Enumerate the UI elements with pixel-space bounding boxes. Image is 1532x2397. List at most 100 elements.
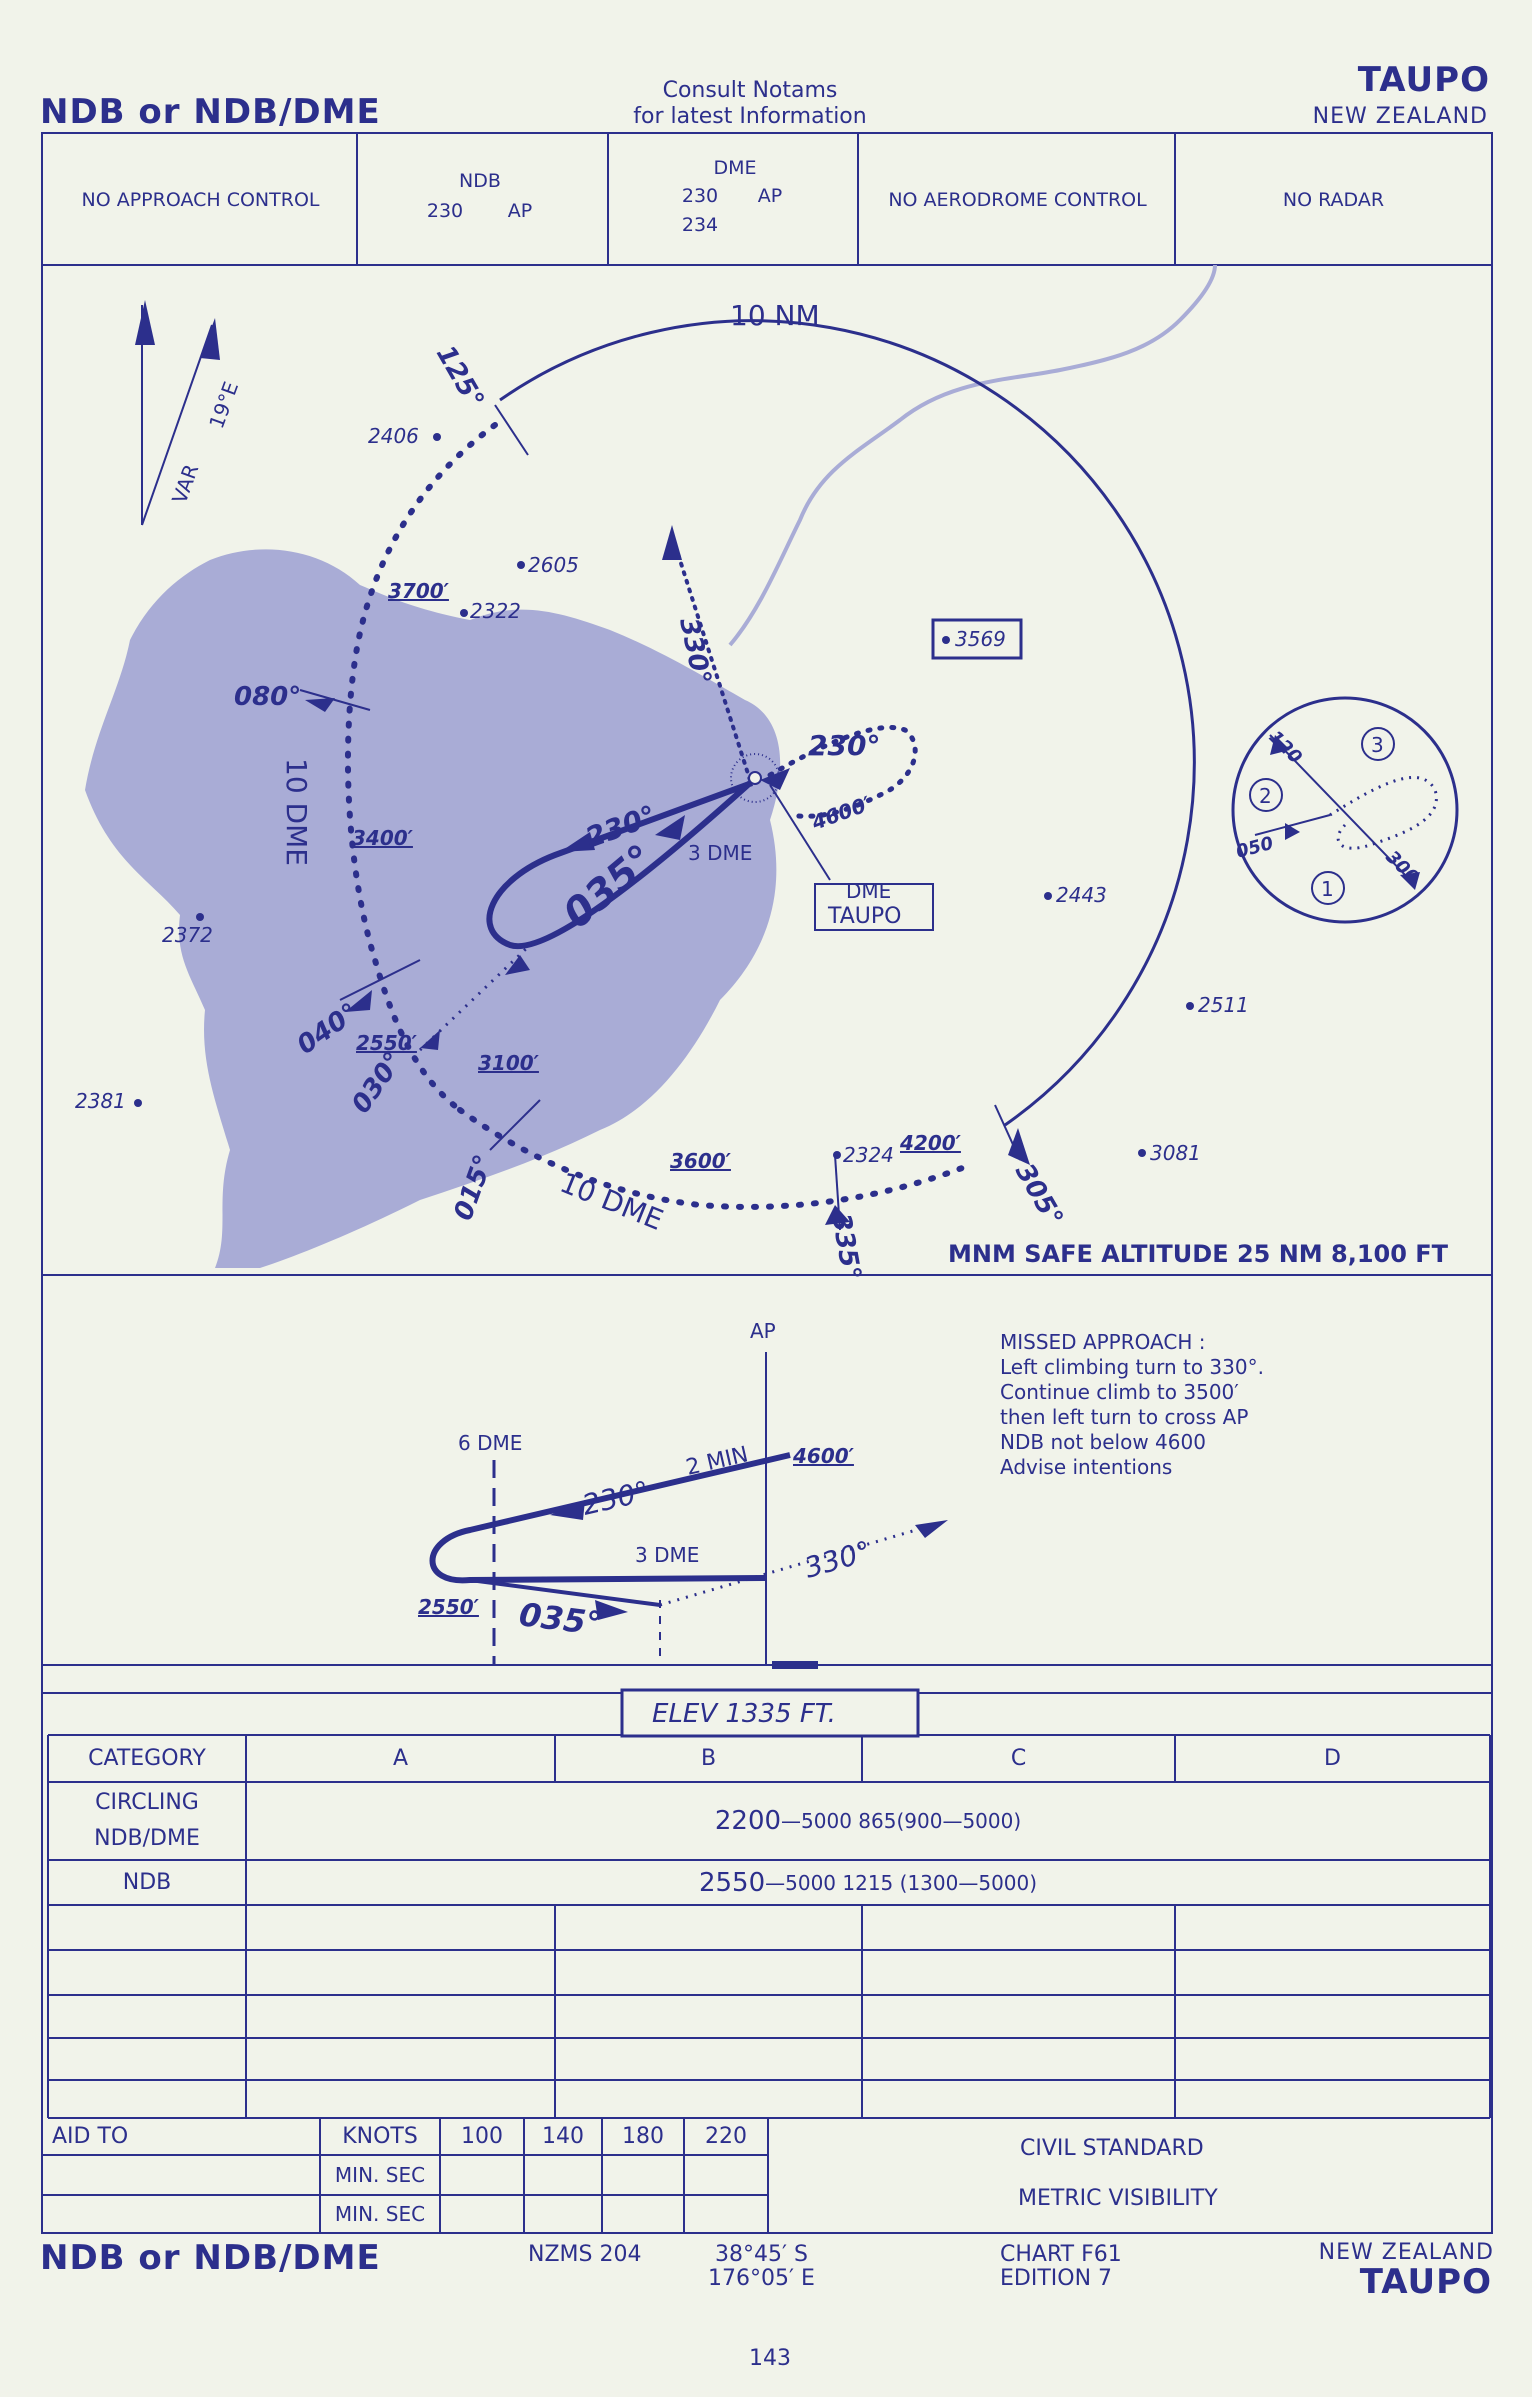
circling-value: 2200 — [714, 1806, 782, 1836]
three-dme-label: 3 DME — [688, 841, 752, 865]
ndb-rest: —5000 1215 (1300—5000) — [765, 1870, 1038, 1895]
ndb-label: NDB — [459, 170, 501, 192]
radar: NO RADAR — [1282, 189, 1385, 211]
spot-2372: 2372 — [162, 923, 213, 947]
spot-3569: 3569 — [955, 627, 1006, 651]
country-name: NEW ZEALAND — [1312, 104, 1488, 129]
alt-3400: 3400′ — [352, 826, 414, 850]
alt-3100: 3100′ — [478, 1051, 540, 1075]
ma-line-3: Continue climb to 3500′ — [1000, 1380, 1239, 1404]
circling-label: CIRCLING NDB/DME — [48, 1785, 246, 1857]
radial-230-hold: 230° — [808, 729, 880, 762]
spot-2322: 2322 — [470, 599, 521, 623]
latitude: 38°45′ S — [715, 2242, 808, 2267]
speed-140: 140 — [542, 2124, 584, 2149]
sector-3: 3 — [1371, 733, 1384, 757]
speed-100: 100 — [461, 2124, 503, 2149]
chart-number: CHART F61 — [1000, 2242, 1122, 2267]
spot-2381: 2381 — [75, 1089, 126, 1113]
dme-arc-left: 10 DME — [280, 758, 313, 866]
footer-country: NEW ZEALAND — [1318, 2240, 1494, 2265]
dme-ident: AP — [757, 185, 783, 207]
alt-2550: 2550′ — [356, 1031, 418, 1055]
dme-box-line-1: DME — [846, 879, 891, 903]
circling-label-2: NDB/DME — [94, 1826, 200, 1851]
spot-3081: 3081 — [1150, 1141, 1201, 1165]
radial-080: 080° — [234, 682, 301, 712]
dme-label: DME — [713, 157, 757, 179]
profile-hdg-230: 230° — [579, 1474, 652, 1521]
dme-box-line-2: TAUPO — [827, 904, 901, 929]
spot-2406: 2406 — [368, 424, 419, 448]
profile-alt-2550: 2550′ — [418, 1595, 480, 1619]
profile-hdg-330: 330° — [801, 1534, 875, 1584]
speed-180: 180 — [622, 2124, 664, 2149]
place-name: TAUPO — [1357, 60, 1490, 100]
alt-3700: 3700′ — [388, 579, 450, 603]
sector-1: 1 — [1321, 877, 1334, 901]
footer-title: NDB or NDB/DME — [40, 2238, 381, 2278]
alt-4200: 4200′ — [899, 1131, 962, 1155]
footer-place: TAUPO — [1359, 2262, 1492, 2302]
knots-label: KNOTS — [342, 2124, 418, 2149]
category-header: CATEGORY — [88, 1746, 206, 1771]
circling-rest: —5000 865(900—5000) — [781, 1809, 1022, 1833]
approach-control: NO APPROACH CONTROL — [81, 189, 320, 211]
var-value: 19°E — [204, 378, 243, 431]
radial-335: 335° — [825, 1211, 866, 1282]
spot-2511: 2511 — [1198, 993, 1249, 1017]
ndb-value: 2550 — [698, 1867, 766, 1898]
msa-label: MNM SAFE ALTITUDE 25 NM 8,100 FT — [948, 1240, 1449, 1268]
radial-305: 305° — [1009, 1159, 1069, 1232]
civil-standard: CIVIL STANDARD — [1020, 2136, 1204, 2161]
dme-arc-bottom: 10 DME — [555, 1166, 667, 1237]
aid-to: AID TO — [52, 2124, 129, 2149]
ndb-ident: AP — [507, 200, 533, 222]
dme-channel-2: 234 — [681, 214, 719, 236]
chart-title: NDB or NDB/DME — [40, 92, 381, 132]
alt-4600-hold: 4600′ — [808, 791, 875, 835]
aerodrome-control: NO AERODROME CONTROL — [888, 189, 1147, 211]
bearing-050: 050 — [1234, 833, 1276, 863]
page-number: 143 — [749, 2346, 791, 2371]
notams-line-2: for latest Information — [633, 104, 867, 129]
ndb-minima: 2550 —5000 1215 (1300—5000) — [246, 1860, 1490, 1905]
notams-line-1: Consult Notams — [662, 78, 838, 103]
profile-alt-4600: 4600′ — [792, 1444, 855, 1468]
radial-125: 125° — [430, 341, 490, 414]
min-sec-1: MIN. SEC — [334, 2163, 426, 2187]
circling-label-1: CIRCLING — [95, 1790, 199, 1815]
circling-minima: 2200 —5000 865(900—5000) — [246, 1782, 1490, 1860]
ma-line-6: Advise intentions — [1000, 1455, 1173, 1479]
ma-line-1: MISSED APPROACH : — [1000, 1330, 1206, 1354]
nzms: NZMS 204 — [528, 2242, 642, 2267]
ma-line-5: NDB not below 4600 — [1000, 1430, 1206, 1454]
dme-channel-1: 230 — [681, 185, 719, 207]
min-sec-2: MIN. SEC — [334, 2202, 426, 2226]
category-b: B — [700, 1746, 717, 1771]
profile-ap: AP — [750, 1319, 776, 1343]
profile-hdg-035: 035° — [517, 1595, 604, 1643]
lake-taupo — [85, 549, 781, 1268]
sector-2: 2 — [1259, 784, 1272, 808]
profile-6dme: 6 DME — [458, 1431, 522, 1455]
ma-line-2: Left climbing turn to 330°. — [1000, 1355, 1264, 1379]
range-ring-label: 10 NM — [730, 299, 820, 332]
profile-3dme: 3 DME — [635, 1543, 699, 1567]
spot-2443: 2443 — [1056, 883, 1107, 907]
metric-visibility: METRIC VISIBILITY — [1018, 2186, 1218, 2211]
var-label: VAR — [167, 461, 203, 507]
elevation-label: ELEV 1335 FT. — [652, 1699, 836, 1729]
bearing-120: 120 — [1264, 727, 1305, 768]
spot-2324: 2324 — [843, 1143, 894, 1167]
category-d: D — [1324, 1746, 1341, 1771]
edition: EDITION 7 — [1000, 2266, 1113, 2291]
ndb-row-label: NDB — [122, 1870, 172, 1895]
speed-220: 220 — [705, 2124, 747, 2149]
spot-2605: 2605 — [528, 553, 579, 577]
category-a: A — [392, 1746, 409, 1771]
category-c: C — [1010, 1746, 1027, 1771]
longitude: 176°05′ E — [708, 2266, 815, 2291]
missed-approach: MISSED APPROACH : Left climbing turn to … — [1000, 1330, 1264, 1480]
